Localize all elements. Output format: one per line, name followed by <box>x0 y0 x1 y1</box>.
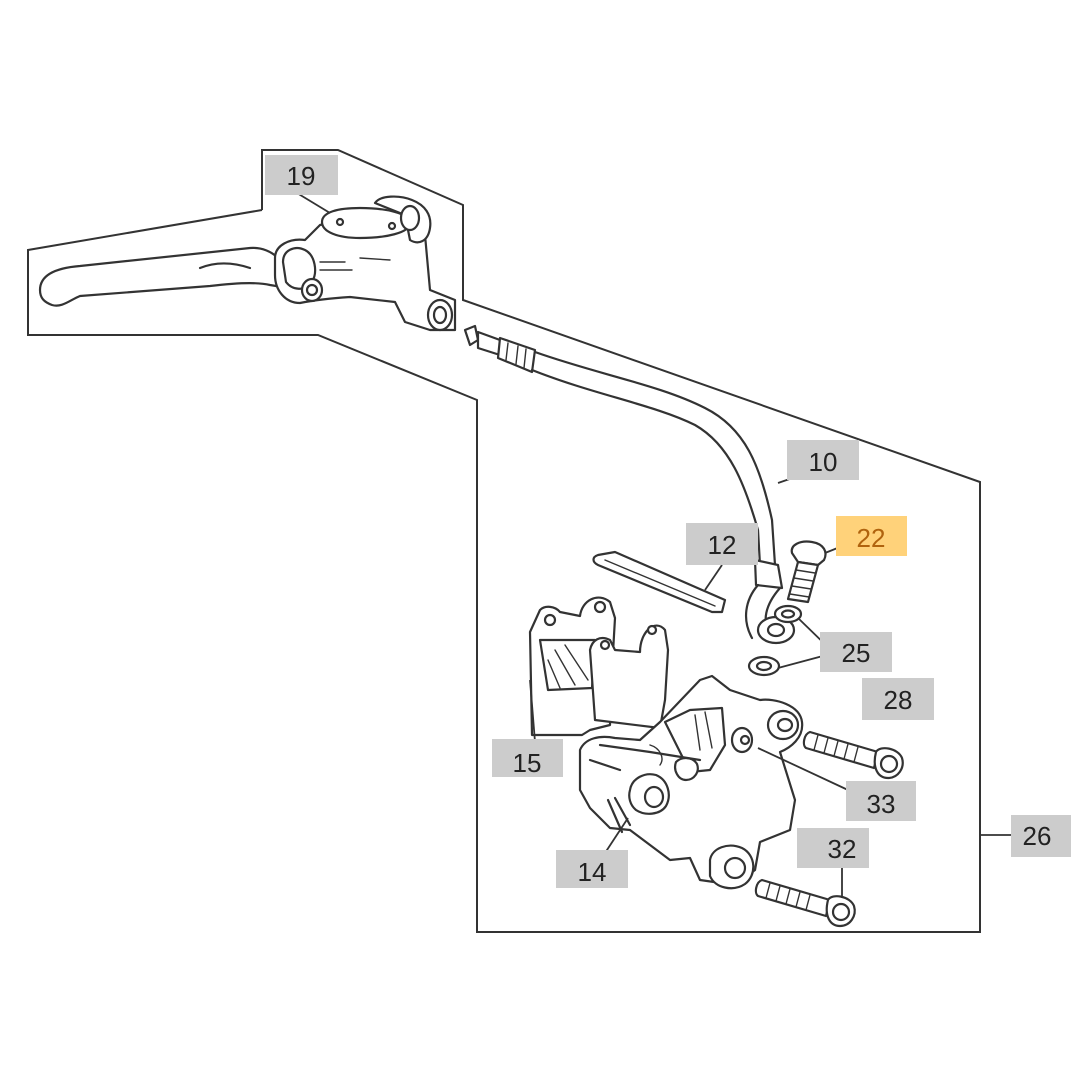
callout-26-label: 26 <box>1023 821 1052 851</box>
pad-retaining-pin <box>592 550 727 614</box>
brake-lever-master-cylinder <box>38 195 457 332</box>
callout-22: 22 <box>836 516 907 556</box>
banjo-bolt <box>786 540 827 604</box>
callout-14: 14 <box>556 850 628 888</box>
callout-12: 12 <box>686 523 758 565</box>
callout-26: 26 <box>1011 815 1071 857</box>
brake-pads <box>528 596 670 737</box>
callout-33-label: 33 <box>867 789 896 819</box>
callout-28-label: 28 <box>884 685 913 715</box>
callout-14-label: 14 <box>578 857 607 887</box>
callout-25-label: 25 <box>842 638 871 668</box>
caliper-bolt-32 <box>754 878 856 928</box>
callout-22-label: 22 <box>857 523 886 553</box>
callout-19-label: 19 <box>287 161 316 191</box>
callout-25: 25 <box>820 632 892 672</box>
callout-32-label: 32 <box>828 834 857 864</box>
callout-33: 33 <box>846 781 916 821</box>
callout-28: 28 <box>862 678 934 720</box>
caliper-bolt-28 <box>802 730 904 780</box>
callout-15-label: 15 <box>513 748 542 778</box>
brake-hose <box>463 324 796 645</box>
callout-19: 19 <box>265 155 338 195</box>
callout-12-label: 12 <box>708 530 737 560</box>
callout-10-label: 10 <box>809 447 838 477</box>
copper-washers <box>747 604 803 677</box>
callout-10: 10 <box>787 440 859 480</box>
brake-caliper <box>578 674 804 890</box>
callout-15: 15 <box>492 739 563 778</box>
assembly-frame <box>27 149 981 933</box>
callout-32: 32 <box>797 828 869 868</box>
